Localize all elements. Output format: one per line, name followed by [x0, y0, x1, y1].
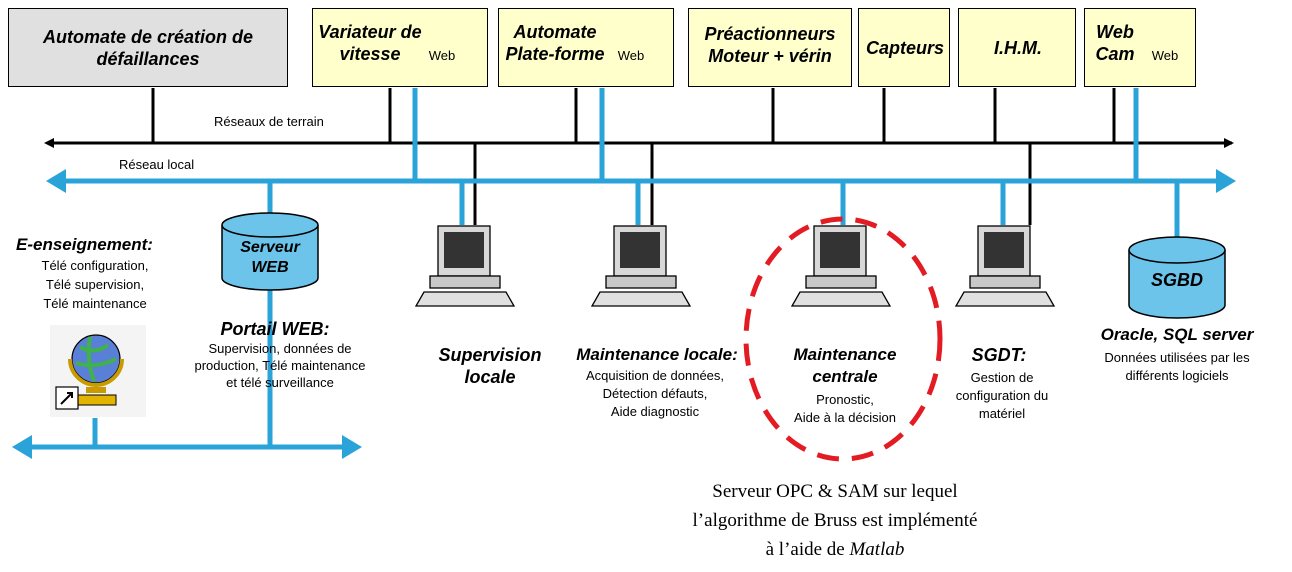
maint-centrale-line-1: Pronostic,	[816, 392, 874, 407]
elearning-line-1: Télé configuration,	[41, 258, 149, 273]
box-variateur: Variateur de vitesse	[312, 8, 488, 87]
sgbd-line-1: Données utilisées par les	[1104, 350, 1250, 365]
caption-line-3-italic: Matlab	[849, 539, 905, 560]
web-portal-line-1: Supervision, données de	[208, 341, 352, 356]
web-portal-line-3: et télé surveillance	[226, 375, 334, 390]
box-webcam: Web Cam	[1084, 8, 1196, 87]
web-label-variateur: Web	[428, 48, 456, 63]
caption: Serveur OPC & SAM sur lequel l’algorithm…	[620, 477, 1050, 564]
computer-icon-supervision	[414, 225, 516, 307]
web-server-db-icon	[221, 212, 319, 291]
field-network-label: Réseaux de terrain	[214, 114, 324, 129]
box-ihm: I.H.M.	[958, 8, 1076, 87]
elearning-title: E-enseignement:	[16, 235, 153, 254]
sgdt-line-2: configuration du	[955, 388, 1049, 403]
maint-locale-line-3: Aide diagnostic	[610, 404, 700, 419]
web-label-webcam: Web	[1151, 48, 1179, 63]
box-automate-plateforme: Automate Plate-forme	[498, 8, 674, 87]
elearning-line-3: Télé maintenance	[43, 296, 147, 311]
sgbd-db-icon	[1128, 236, 1226, 319]
caption-line-1: Serveur OPC & SAM sur lequel	[712, 481, 958, 502]
elearning-line-2: Télé supervision,	[45, 277, 145, 292]
box-capteurs: Capteurs	[858, 8, 950, 87]
box-automate-creation-label: Automate de création de défaillances	[42, 27, 254, 69]
globe-icon	[50, 325, 146, 417]
box-preactionneurs: Préactionneurs Moteur + vérin	[688, 8, 852, 87]
box-automate-plateforme-label: Automate Plate-forme	[505, 22, 605, 64]
caption-line-2: l’algorithme de Bruss est implémenté	[692, 510, 978, 531]
maint-locale-line-1: Acquisition de données,	[585, 368, 725, 383]
sgbd-line-2: différents logiciels	[1125, 368, 1229, 383]
box-capteurs-label: Capteurs	[865, 38, 945, 58]
web-portal-line-2: production, Télé maintenance	[194, 358, 366, 373]
field-network-drops	[151, 88, 1116, 225]
local-network-label: Réseau local	[119, 157, 195, 172]
sgdt-line-3: matériel	[978, 406, 1026, 421]
box-webcam-label: Web Cam	[1095, 22, 1135, 64]
web-server-db-label: Serveur WEB	[240, 239, 300, 276]
computer-icon-sgdt	[954, 225, 1056, 307]
maint-locale-line-2: Détection défauts,	[602, 386, 708, 401]
web-portal-title: Portail WEB:	[220, 319, 330, 339]
box-variateur-label: Variateur de vitesse	[318, 22, 422, 64]
local-network-drops	[267, 88, 1180, 238]
sgdt-line-1: Gestion de	[970, 370, 1034, 385]
computer-icon-maintenance-centrale	[790, 225, 892, 307]
sgdt-title: SGDT:	[971, 345, 1027, 365]
box-automate-creation: Automate de création de défaillances	[8, 8, 288, 87]
box-ihm-label: I.H.M.	[994, 38, 1042, 58]
web-label-automate: Web	[617, 48, 645, 63]
caption-line-3-prefix: à l’aide de	[765, 539, 845, 560]
caption-line-3: à l’aide de Matlab	[620, 535, 1050, 564]
maint-locale-title: Maintenance locale:	[576, 345, 738, 364]
computer-icon-maintenance-locale	[590, 225, 692, 307]
maint-centrale-title: Maintenance centrale	[793, 345, 897, 386]
sgbd-db-label: SGBD	[1150, 270, 1203, 290]
highlight-ellipse	[743, 216, 943, 462]
maint-centrale-line-2: Aide à la décision	[794, 410, 896, 425]
sgbd-title: Oracle, SQL server	[1100, 325, 1254, 344]
box-preactionneurs-label: Préactionneurs Moteur + vérin	[704, 24, 836, 66]
supervision-title: Supervision locale	[438, 345, 542, 387]
